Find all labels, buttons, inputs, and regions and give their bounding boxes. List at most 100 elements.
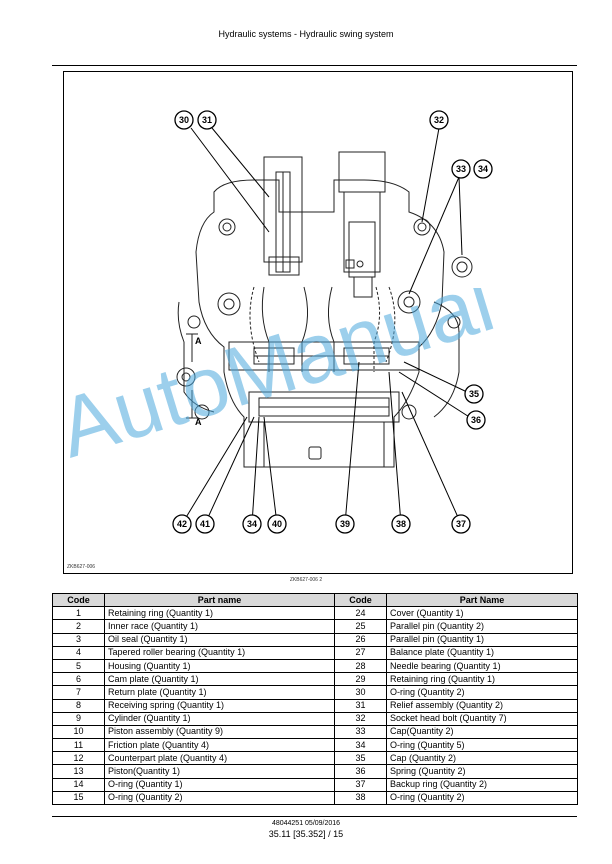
page-number: 35.11 [35.352] / 15 xyxy=(268,829,344,839)
part-code-cell: 14 xyxy=(52,777,105,792)
exploded-diagram-figure: A A 30 31 32 33 34 35 36 42 41 34 xyxy=(63,71,573,574)
part-name-cell: Cap(Quantity 2) xyxy=(386,724,578,740)
callout-40: 40 xyxy=(267,514,287,534)
svg-text:34: 34 xyxy=(478,164,488,174)
part-name-cell: O-ring (Quantity 2) xyxy=(386,685,578,700)
part-name-cell: Inner race (Quantity 1) xyxy=(104,619,335,634)
part-code-cell: 24 xyxy=(334,606,387,621)
part-name-cell: Parallel pin (Quantity 2) xyxy=(386,619,578,634)
callout-leaders xyxy=(181,127,475,525)
part-name-cell: Backup ring (Quantity 2) xyxy=(386,777,578,792)
svg-text:34: 34 xyxy=(247,519,257,529)
motor-cross-section-drawing: A A 30 31 32 33 34 35 36 42 41 34 xyxy=(172,110,493,534)
part-name-cell: Socket head bolt (Quantity 7) xyxy=(386,711,578,726)
part-name-cell: Piston assembly (Quantity 9) xyxy=(104,724,335,740)
page-header: Hydraulic systems - Hydraulic swing syst… xyxy=(218,29,394,39)
part-name-cell: Oil seal (Quantity 1) xyxy=(104,632,335,647)
svg-text:40: 40 xyxy=(272,519,282,529)
part-name-cell: O-ring (Quantity 5) xyxy=(386,738,578,753)
table-header-row: Code Part name Code Part Name xyxy=(52,592,578,608)
part-code-cell: 1 xyxy=(52,606,105,621)
part-code-cell: 36 xyxy=(334,764,387,779)
callout-42: 42 xyxy=(172,514,192,534)
part-code-cell: 32 xyxy=(334,711,387,726)
part-name-cell: Retaining ring (Quantity 1) xyxy=(386,672,578,687)
callout-37: 37 xyxy=(451,514,471,534)
svg-text:32: 32 xyxy=(434,115,444,125)
column-header-part-name-2: Part Name xyxy=(386,592,578,608)
part-name-cell: Friction plate (Quantity 4) xyxy=(104,738,335,753)
callout-33: 33 xyxy=(451,159,471,179)
watermark-text: AutoManual xyxy=(60,288,504,475)
part-name-cell: Cap (Quantity 2) xyxy=(386,751,578,766)
part-code-cell: 10 xyxy=(52,724,105,740)
svg-text:31: 31 xyxy=(202,115,212,125)
part-name-cell: Spring (Quantity 2) xyxy=(386,764,578,779)
section-label-a-bottom: A xyxy=(195,417,202,427)
figure-code: ZKB627-006 xyxy=(67,564,96,570)
part-name-cell: Return plate (Quantity 1) xyxy=(104,685,335,700)
svg-text:37: 37 xyxy=(456,519,466,529)
part-name-cell: Cover (Quantity 1) xyxy=(386,606,578,621)
callout-35: 35 xyxy=(464,384,484,404)
part-code-cell: 6 xyxy=(52,672,105,687)
svg-text:30: 30 xyxy=(179,115,189,125)
svg-text:33: 33 xyxy=(456,164,466,174)
part-code-cell: 2 xyxy=(52,619,105,634)
part-name-cell: Cam plate (Quantity 1) xyxy=(104,672,335,687)
part-code-cell: 7 xyxy=(52,685,105,700)
part-code-cell: 29 xyxy=(334,672,387,687)
part-code-cell: 27 xyxy=(334,645,387,660)
part-name-cell: Relief assembly (Quantity 2) xyxy=(386,698,578,713)
part-code-cell: 8 xyxy=(52,698,105,713)
part-code-cell: 4 xyxy=(52,645,105,660)
part-name-cell: O-ring (Quantity 2) xyxy=(386,790,578,806)
callout-41: 41 xyxy=(195,514,215,534)
part-name-cell: Housing (Quantity 1) xyxy=(104,658,335,674)
part-code-cell: 5 xyxy=(52,658,105,674)
callout-38: 38 xyxy=(391,514,411,534)
part-name-cell: Counterpart plate (Quantity 4) xyxy=(104,751,335,766)
part-name-cell: O-ring (Quantity 2) xyxy=(104,790,335,806)
figure-caption: ZKB627-006 2 xyxy=(289,577,323,583)
part-code-cell: 37 xyxy=(334,777,387,792)
callout-30: 30 xyxy=(174,110,194,130)
callout-31: 31 xyxy=(197,110,217,130)
callout-34-bottom: 34 xyxy=(242,514,262,534)
callout-36: 36 xyxy=(466,410,486,430)
part-code-cell: 25 xyxy=(334,619,387,634)
part-code-cell: 34 xyxy=(334,738,387,753)
part-code-cell: 38 xyxy=(334,790,387,806)
part-code-cell: 26 xyxy=(334,632,387,647)
part-code-cell: 3 xyxy=(52,632,105,647)
header-rule xyxy=(52,65,577,66)
housing-outline xyxy=(176,151,473,468)
part-name-cell: Balance plate (Quantity 1) xyxy=(386,645,578,660)
svg-text:38: 38 xyxy=(396,519,406,529)
part-code-cell: 35 xyxy=(334,751,387,766)
callout-32: 32 xyxy=(429,110,449,130)
part-code-cell: 33 xyxy=(334,724,387,740)
column-header-code-2: Code xyxy=(334,592,387,608)
part-code-cell: 9 xyxy=(52,711,105,726)
part-name-cell: Cylinder (Quantity 1) xyxy=(104,711,335,726)
section-label-a-top: A xyxy=(195,336,202,346)
part-name-cell: Retaining ring (Quantity 1) xyxy=(104,606,335,621)
document-id: 48044251 05/09/2016 xyxy=(271,820,341,827)
